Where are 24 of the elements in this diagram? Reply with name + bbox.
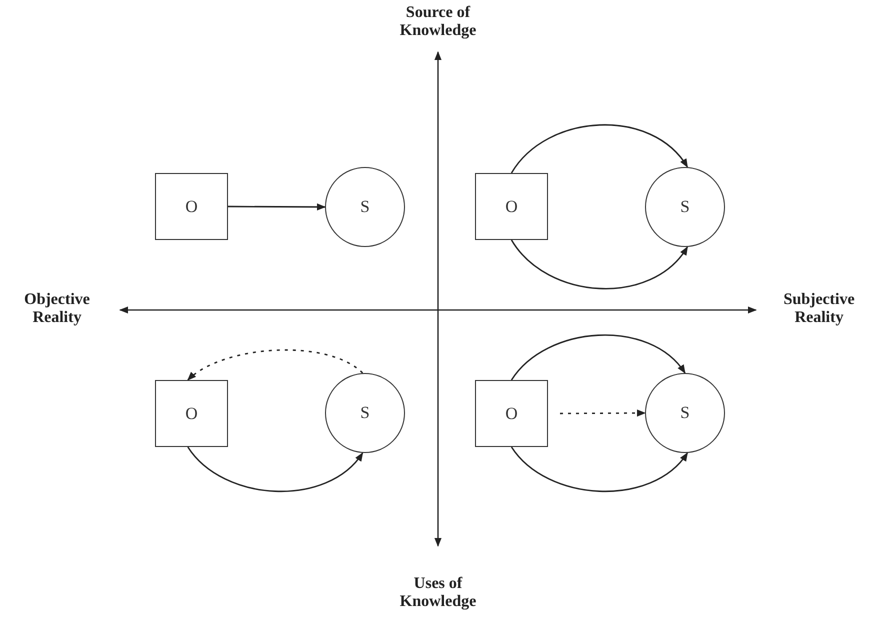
node-label: S — [680, 403, 690, 423]
arrow — [187, 349, 364, 381]
arrow — [560, 409, 646, 417]
node-label: O — [185, 404, 198, 424]
square-node — [155, 173, 228, 240]
arrow — [228, 203, 326, 211]
square-node — [155, 380, 228, 447]
arrow — [187, 446, 364, 492]
axis-label: Source of Knowledge — [398, 4, 478, 40]
axis-label: Objective Reality — [23, 291, 91, 327]
axis-label: Uses of Knowledge — [398, 575, 478, 611]
node-label: O — [505, 196, 518, 216]
arrow — [510, 240, 688, 290]
node-label: O — [185, 196, 198, 216]
node-label: O — [505, 404, 518, 424]
square-node — [475, 380, 548, 447]
arrow — [510, 124, 688, 174]
node-label: S — [680, 197, 690, 217]
arrow — [510, 334, 686, 380]
axis-label: Subjective Reality — [782, 291, 856, 327]
arrow — [510, 446, 688, 492]
square-node — [475, 173, 548, 240]
node-label: S — [360, 197, 370, 217]
node-label: S — [360, 403, 370, 423]
